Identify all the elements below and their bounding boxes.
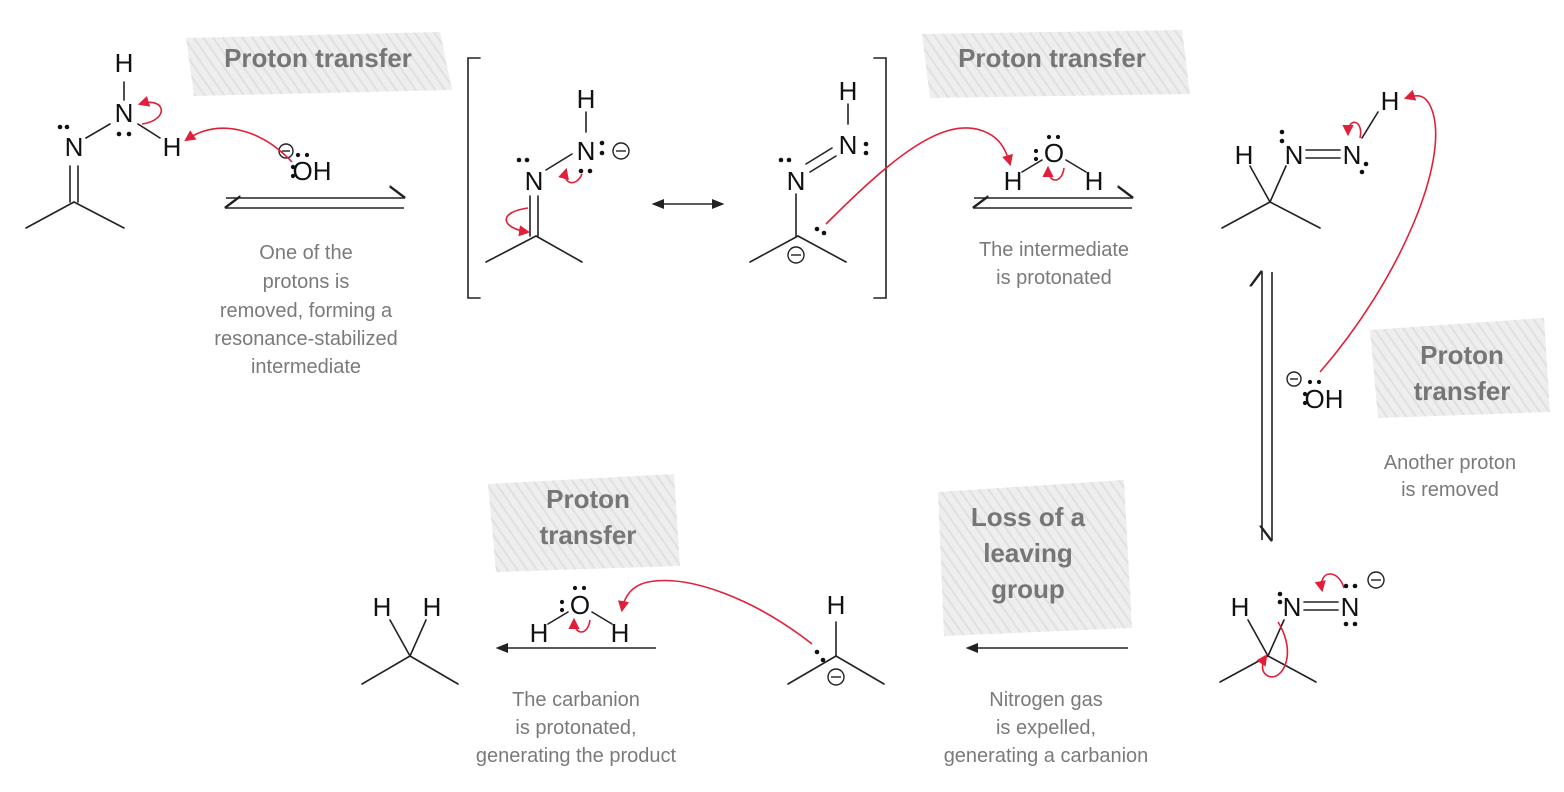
atom-h: H — [115, 48, 134, 78]
hydroxide-1: OH — [184, 127, 332, 186]
step-highlights — [186, 30, 1550, 636]
caption-line: resonance-stabilized — [214, 328, 397, 350]
atom-n: N — [577, 136, 596, 166]
caption-line: One of the — [259, 242, 352, 264]
caption-line: is expelled, — [996, 717, 1096, 739]
atom-h: H — [839, 76, 858, 106]
atom-o: O — [570, 590, 590, 620]
atom-h: H — [1231, 592, 1250, 622]
atom-h: H — [423, 592, 442, 622]
atom-n: N — [115, 98, 134, 128]
atom-h: H — [1235, 140, 1254, 170]
atom-n: N — [65, 132, 84, 162]
atom-n: N — [1341, 592, 1360, 622]
caption-line: is protonated — [996, 267, 1112, 289]
caption-step3: Another proton is removed — [1384, 452, 1516, 501]
negative-charge-icon — [612, 142, 630, 160]
negative-charge-icon — [278, 143, 294, 159]
atom-n: N — [1285, 140, 1304, 170]
atom-n: N — [787, 166, 806, 196]
step-label-3-line1: Proton — [1420, 340, 1504, 370]
atom-n: N — [839, 130, 858, 160]
equilibrium-arrow-3 — [1262, 272, 1272, 540]
resonance-bracket — [467, 57, 887, 299]
step-label-4-line3: group — [991, 574, 1065, 604]
caption-line: removed, forming a — [220, 300, 393, 322]
equilibrium-arrow-2 — [974, 198, 1132, 208]
negative-charge-icon — [827, 668, 845, 686]
carbanion: H — [617, 579, 885, 686]
water-1: O H H — [1004, 134, 1104, 196]
caption-line: protons is — [263, 271, 350, 293]
caption-line: generating a carbanion — [944, 745, 1149, 767]
caption-line: The intermediate — [979, 239, 1129, 261]
hydroxide-2: OH — [1286, 89, 1437, 414]
atom-h: H — [163, 132, 182, 162]
atom-h: H — [1381, 86, 1400, 116]
resonance-structure-a: N N H — [485, 84, 630, 263]
step-label-5-line2: transfer — [540, 520, 637, 550]
atom-h: H — [827, 590, 846, 620]
atom-h: H — [611, 618, 630, 648]
atom-n: N — [1343, 140, 1362, 170]
atom-h: H — [373, 592, 392, 622]
hydrazone: N N H H — [25, 48, 182, 229]
caption-line: The carbanion — [512, 689, 640, 711]
caption-step2: The intermediate is protonated — [979, 239, 1129, 289]
atom-oh: OH — [1305, 384, 1344, 414]
atom-o: O — [1044, 138, 1064, 168]
caption-step1: One of the protons is removed, forming a… — [214, 242, 397, 378]
atom-h: H — [1004, 166, 1023, 196]
equilibrium-arrow-1 — [226, 198, 404, 208]
step-label-1: Proton transfer — [224, 43, 412, 73]
step-label-4-line2: leaving — [983, 538, 1073, 568]
water-2: O H H — [530, 585, 630, 648]
resonance-structure-b: N N H — [749, 76, 1013, 264]
atom-h: H — [1085, 166, 1104, 196]
atom-oh: OH — [293, 156, 332, 186]
step-label-4-line1: Loss of a — [971, 502, 1086, 532]
caption-line: generating the product — [476, 745, 677, 767]
caption-line: is protonated, — [515, 717, 636, 739]
caption-step4: Nitrogen gas is expelled, generating a c… — [944, 689, 1149, 767]
caption-line: Another proton — [1384, 452, 1516, 474]
atom-h: H — [577, 84, 596, 114]
negative-charge-icon — [1286, 371, 1302, 387]
step-label-2: Proton transfer — [958, 43, 1146, 73]
atom-h: H — [530, 618, 549, 648]
diazene-anion: H N N — [1219, 571, 1385, 683]
alkane-product: H H — [361, 592, 459, 685]
negative-charge-icon — [1367, 571, 1385, 589]
step-label-5-line1: Proton — [546, 484, 630, 514]
caption-line: intermediate — [251, 356, 361, 378]
diazene-intermediate: H N N H — [1221, 86, 1400, 229]
caption-step5: The carbanion is protonated, generating … — [476, 689, 677, 767]
atom-n: N — [1283, 592, 1302, 622]
caption-line: is removed — [1401, 479, 1499, 501]
negative-charge-icon — [787, 246, 805, 264]
atom-n: N — [525, 166, 544, 196]
step-label-3-line2: transfer — [1414, 376, 1511, 406]
caption-line: Nitrogen gas — [989, 689, 1102, 711]
